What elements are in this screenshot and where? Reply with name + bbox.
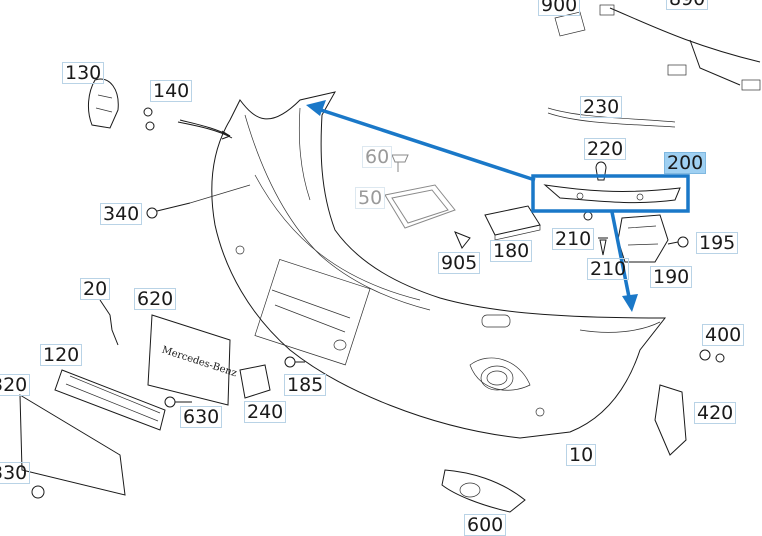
wiring-890	[599, 4, 761, 91]
screw-330	[31, 485, 45, 499]
callout-50[interactable]: 50	[355, 187, 386, 209]
callout-140[interactable]: 140	[150, 80, 193, 102]
screw-630	[164, 396, 192, 408]
holder-190	[617, 214, 669, 263]
highlight-arrow-lower	[610, 211, 632, 303]
callout-180[interactable]: 180	[490, 240, 533, 262]
highlight-overlay	[306, 100, 690, 312]
clip-400	[699, 349, 725, 363]
screw-195	[667, 236, 689, 248]
callout-900[interactable]: 900	[538, 0, 581, 16]
trim-320	[19, 394, 126, 496]
callout-120[interactable]: 120	[40, 344, 83, 366]
plate-carrier-620: Mercedes-Benz	[147, 314, 238, 406]
callout-200[interactable]: 200	[664, 152, 707, 174]
callout-890[interactable]: 890	[666, 0, 709, 10]
clip-60	[391, 154, 409, 172]
callout-10[interactable]: 10	[566, 444, 597, 466]
leader-140	[177, 121, 233, 139]
callout-190[interactable]: 190	[650, 266, 693, 288]
callout-320[interactable]: 320	[0, 374, 31, 396]
highlight-arrow-upper	[314, 106, 536, 182]
callout-230[interactable]: 230	[580, 96, 623, 118]
callout-240[interactable]: 240	[244, 401, 287, 423]
callout-400[interactable]: 400	[702, 324, 745, 346]
left-mount-bracket	[87, 78, 119, 129]
plate-text: Mercedes-Benz	[160, 345, 238, 380]
callout-620[interactable]: 620	[134, 288, 177, 310]
clip-140	[143, 107, 231, 140]
callout-185[interactable]: 185	[284, 374, 327, 396]
callout-600[interactable]: 600	[464, 514, 507, 536]
callout-60[interactable]: 60	[362, 146, 393, 168]
screw-185	[284, 356, 305, 368]
clip-220	[595, 161, 607, 181]
callout-330[interactable]: 330	[0, 462, 31, 484]
callout-210-lower[interactable]: 210	[587, 258, 630, 280]
bracket-20	[99, 299, 119, 346]
trim-600	[441, 469, 526, 513]
callout-210-upper[interactable]: 210	[552, 228, 595, 250]
callout-340[interactable]: 340	[100, 203, 143, 225]
highlight-box	[531, 174, 690, 213]
highlight-arrowhead-lower	[622, 294, 638, 312]
mesh-120	[54, 369, 166, 431]
callout-195[interactable]: 195	[696, 232, 739, 254]
callout-630[interactable]: 630	[180, 406, 223, 428]
callout-420[interactable]: 420	[694, 402, 737, 424]
callout-20[interactable]: 20	[80, 278, 111, 300]
callout-905[interactable]: 905	[438, 252, 481, 274]
bracket-200	[543, 184, 681, 204]
module-180	[484, 205, 541, 241]
grille-50	[384, 184, 456, 229]
highlight-arrowhead-upper	[306, 100, 326, 116]
bracket-900	[554, 11, 586, 37]
bracket-420	[654, 384, 687, 456]
screw-340	[146, 184, 251, 219]
rivet-905	[454, 231, 471, 249]
callout-130[interactable]: 130	[62, 62, 105, 84]
callout-220[interactable]: 220	[584, 138, 627, 160]
cap-240	[239, 364, 271, 399]
bumper-cover	[211, 91, 667, 439]
